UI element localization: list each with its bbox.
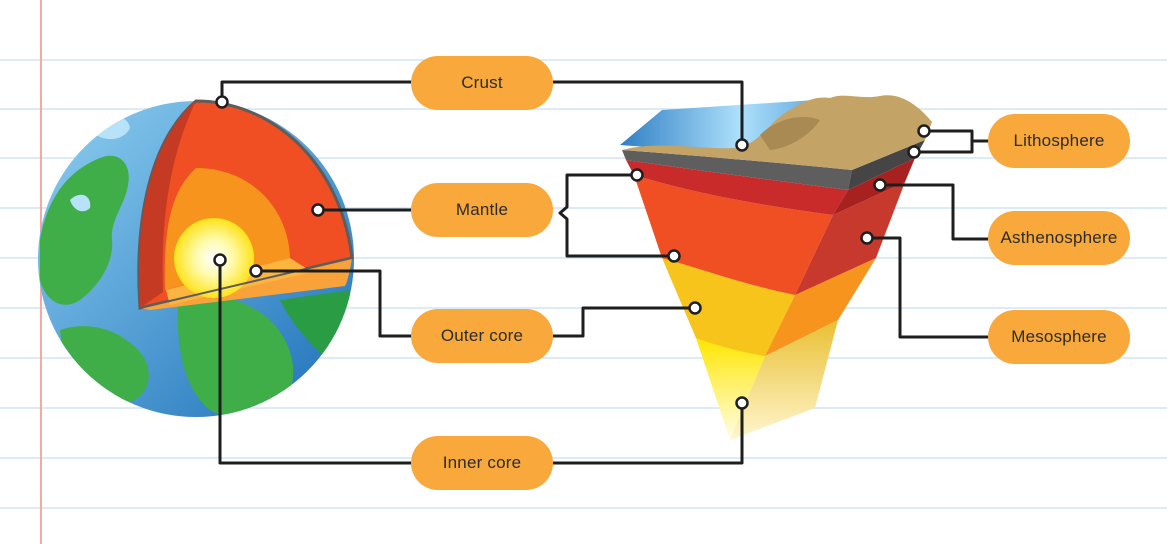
- dot-inner-core-globe: [213, 253, 227, 267]
- wedge-mesosphere-side: [795, 182, 905, 295]
- dot-mesosphere: [860, 231, 874, 245]
- label-inner-core: Inner core: [411, 436, 553, 490]
- dot-crust-wedge: [735, 138, 749, 152]
- wedge-mesosphere-front: [634, 175, 833, 295]
- connector-outer-core-globe: [256, 269, 411, 338]
- dot-outer-core-wedge: [688, 301, 702, 315]
- connector-outer-core-wedge: [553, 306, 695, 338]
- wedge-inner-core-side: [730, 320, 838, 440]
- wedge-asthenosphere-front: [626, 160, 848, 215]
- earth-layers-wedge: [620, 95, 932, 440]
- wedge-outer-core-front: [662, 258, 795, 356]
- connector-crust-globe: [220, 80, 411, 102]
- globe-continents: [40, 115, 350, 417]
- label-mesosphere: Mesosphere: [988, 310, 1130, 364]
- connector-inner-core-wedge: [553, 403, 744, 465]
- connector-crust-wedge: [553, 80, 744, 145]
- connector-mesosphere: [867, 236, 988, 339]
- cutaway-inner-wall: [138, 101, 196, 308]
- dot-inner-core-wedge: [735, 396, 749, 410]
- label-mantle: Mantle: [411, 183, 553, 237]
- connector-inner-core-globe: [218, 260, 411, 465]
- label-outer-core: Outer core: [411, 309, 553, 363]
- wedge-inner-core-front: [696, 338, 765, 440]
- wedge-lithosphere-front: [622, 150, 852, 190]
- wedge-outer-core-side: [765, 258, 876, 356]
- connector-lines: [218, 80, 988, 465]
- earth-globe-cutaway: [38, 99, 354, 417]
- connector-end-dots: [213, 95, 931, 410]
- label-crust: Crust: [411, 56, 553, 110]
- dot-mantle-globe: [311, 203, 325, 217]
- wedge-lithosphere-side: [848, 140, 925, 190]
- label-lithosphere: Lithosphere: [988, 114, 1130, 168]
- dot-lithosphere-lower: [907, 145, 921, 159]
- dot-crust-globe: [215, 95, 229, 109]
- label-asthenosphere: Asthenosphere: [988, 211, 1130, 265]
- dot-asthenosphere: [873, 178, 887, 192]
- dot-mantle-wedge-lower: [667, 249, 681, 263]
- dot-lithosphere-upper: [917, 124, 931, 138]
- connector-asthenosphere: [880, 183, 988, 241]
- connector-mantle-bracket: [558, 173, 674, 258]
- dot-outer-core-globe: [249, 264, 263, 278]
- dot-mantle-wedge-upper: [630, 168, 644, 182]
